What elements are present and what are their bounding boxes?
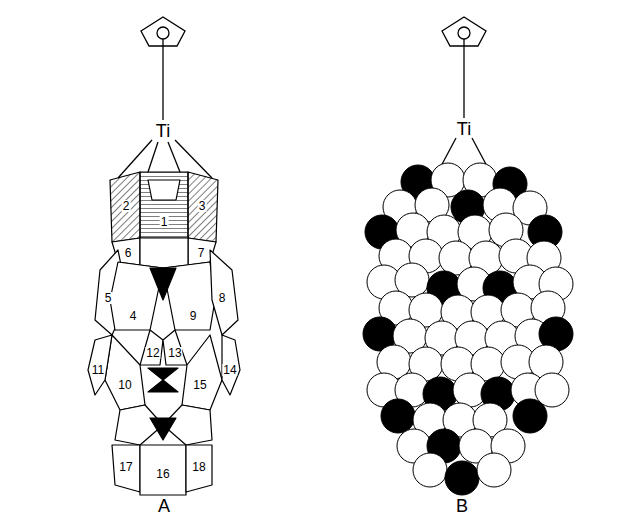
callout-number: 18	[191, 461, 206, 473]
callout-number: 2	[122, 200, 131, 212]
callout-number: 4	[129, 310, 138, 322]
callout-number: 16	[155, 468, 170, 480]
callout-number: 14	[222, 364, 237, 376]
callout-number: 13	[167, 347, 182, 359]
callout-number: 12	[145, 347, 160, 359]
panel-label: A	[158, 497, 170, 515]
callout-number: 3	[198, 200, 207, 212]
callout-number: 1	[160, 216, 169, 228]
callout-number: 11	[91, 364, 105, 376]
callout-number: 10	[117, 379, 132, 391]
callout-number: 7	[197, 247, 206, 259]
callout-number: 8	[218, 292, 227, 304]
callout-number: 15	[192, 379, 207, 391]
callout-number: 6	[124, 247, 133, 259]
callout-number: 9	[189, 310, 198, 322]
atom-label: Ti	[457, 120, 471, 138]
atom-label: Ti	[156, 122, 170, 140]
callout-number: 5	[104, 292, 113, 304]
callout-number: 17	[118, 461, 133, 473]
panel-label: B	[456, 497, 468, 515]
